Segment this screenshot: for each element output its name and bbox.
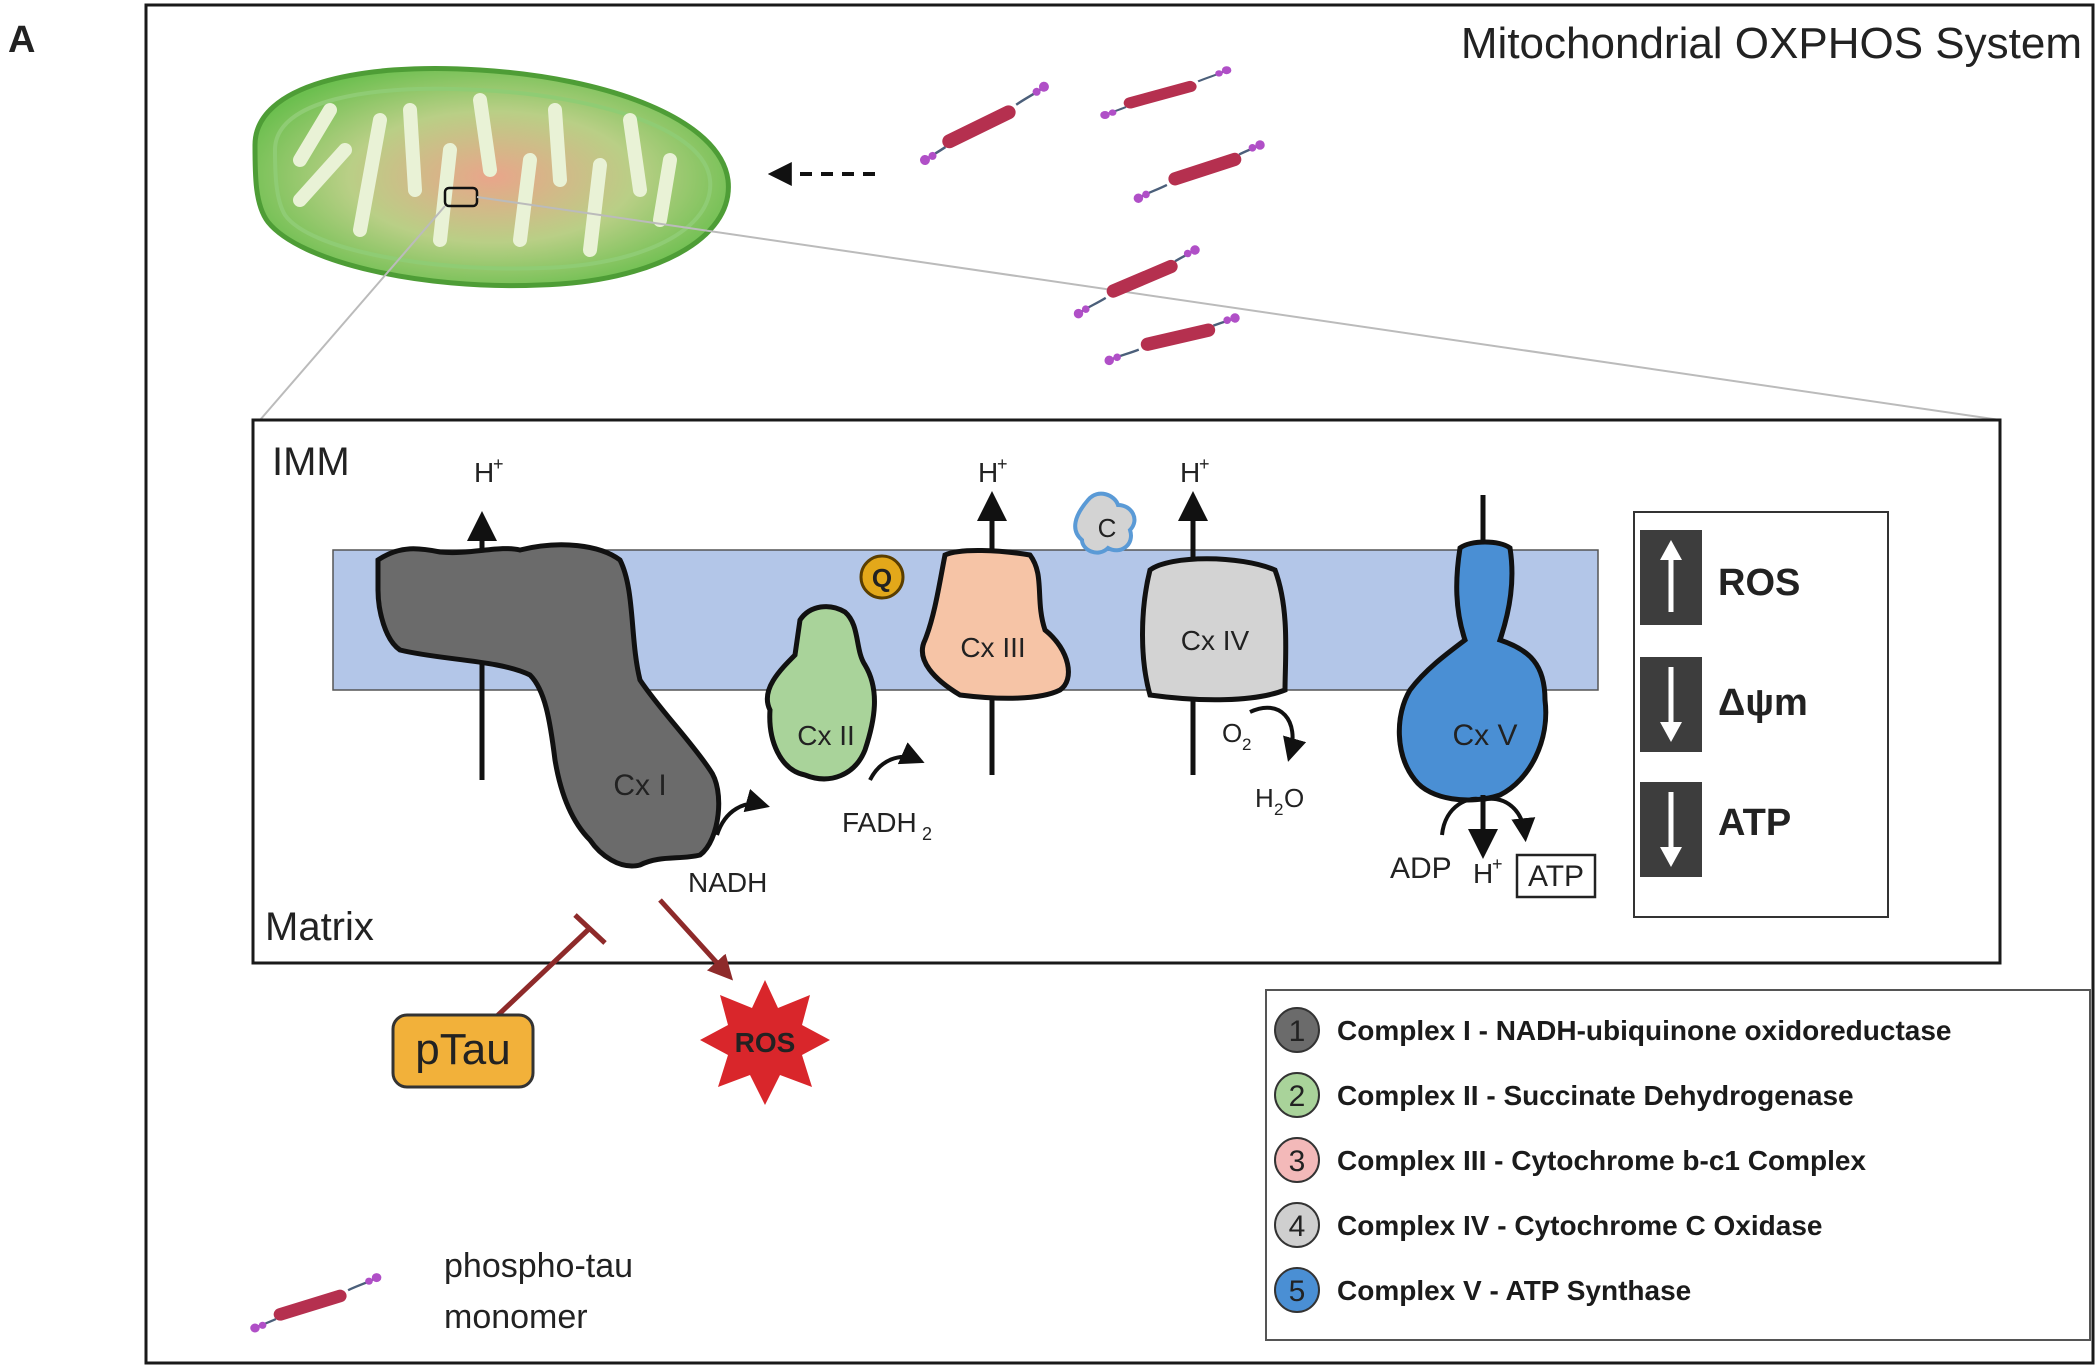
atp-label: ATP xyxy=(1528,860,1584,893)
indicator-atp: ATP xyxy=(1718,802,1791,844)
svg-text:2: 2 xyxy=(922,824,932,844)
legend-swatch xyxy=(1274,1202,1320,1248)
imm-label: IMM xyxy=(272,440,350,484)
adp-label: ADP xyxy=(1390,852,1452,885)
indicator-panel: ROS Δψm ATP xyxy=(1633,511,1889,918)
legend-text: Complex I - NADH-ubiquinone oxidoreducta… xyxy=(1337,1015,1951,1046)
legend-item: 5 Complex V - ATP Synthase xyxy=(1274,1267,1691,1313)
svg-text:+: + xyxy=(1199,454,1210,474)
tau-monomer-cluster xyxy=(910,65,1266,378)
svg-text:H: H xyxy=(978,457,998,488)
svg-text:+: + xyxy=(493,454,504,474)
svg-text:+: + xyxy=(1492,854,1503,874)
ros-burst: ROS xyxy=(658,898,830,1105)
svg-text:H: H xyxy=(1180,457,1200,488)
complex-2: Cx II FADH 2 xyxy=(764,604,932,844)
svg-text:+: + xyxy=(997,454,1008,474)
nadh-label: NADH xyxy=(688,867,767,898)
svg-text:H: H xyxy=(1473,858,1493,889)
complex-2-label: Cx II xyxy=(797,720,855,751)
key-line2: monomer xyxy=(444,1298,588,1336)
legend-swatch xyxy=(1274,1267,1320,1313)
key-line1: phospho-tau xyxy=(444,1247,633,1285)
legend-text: Complex II - Succinate Dehydrogenase xyxy=(1337,1080,1854,1111)
figure-title: Mitochondrial OXPHOS System xyxy=(1461,19,2082,68)
complex-5: Cx V ADP H + ATP xyxy=(1390,495,1597,899)
legend-item: 3 Complex III - Cytochrome b-c1 Complex xyxy=(1274,1137,1866,1183)
svg-text:Q: Q xyxy=(872,563,892,593)
legend-swatch xyxy=(1274,1007,1320,1053)
svg-text:2: 2 xyxy=(1242,735,1251,754)
svg-text:H: H xyxy=(1255,783,1274,813)
legend-text: Complex IV - Cytochrome C Oxidase xyxy=(1337,1210,1822,1241)
outer-frame xyxy=(144,3,2095,1365)
complex-1-label: Cx I xyxy=(613,769,666,802)
complex-5-label: Cx V xyxy=(1452,719,1517,752)
svg-text:2: 2 xyxy=(1274,800,1283,819)
fadh2-label: FADH xyxy=(842,807,917,838)
complex-4-label: Cx IV xyxy=(1181,625,1250,656)
complex-3-label: Cx III xyxy=(960,632,1025,663)
ubiquinone-q: Q xyxy=(859,554,905,600)
legend-number: 3 xyxy=(1289,1145,1306,1178)
complex-1: Cx I NADH H + xyxy=(375,454,770,898)
complex-legend: 1 Complex I - NADH-ubiquinone oxidoreduct… xyxy=(1265,989,2091,1341)
cytochrome-c: C xyxy=(1073,491,1137,555)
complex-4: Cx IV O 2 H 2 O H + xyxy=(1140,454,1307,819)
ptau-inhibition: pTau xyxy=(391,913,607,1089)
ros-label: ROS xyxy=(735,1027,796,1058)
zoom-line-right xyxy=(476,196,2001,421)
svg-text:C: C xyxy=(1098,513,1117,543)
zoom-line-left xyxy=(259,205,446,421)
legend-number: 2 xyxy=(1289,1080,1306,1113)
legend-text: Complex III - Cytochrome b-c1 Complex xyxy=(1337,1145,1866,1176)
indicator-membrane-potential: Δψm xyxy=(1718,682,1808,724)
svg-text:H: H xyxy=(474,457,494,488)
indicator-ros: ROS xyxy=(1718,562,1800,604)
svg-text:O: O xyxy=(1222,718,1242,748)
legend-number: 4 xyxy=(1289,1210,1306,1243)
legend-item: 2 Complex II - Succinate Dehydrogenase xyxy=(1274,1072,1854,1118)
panel-label: A xyxy=(8,19,35,61)
legend-text: Complex V - ATP Synthase xyxy=(1337,1275,1691,1306)
legend-item: 4 Complex IV - Cytochrome C Oxidase xyxy=(1274,1202,1822,1248)
matrix-label: Matrix xyxy=(265,905,374,949)
legend-swatch xyxy=(1274,1137,1320,1183)
legend-number: 5 xyxy=(1289,1275,1306,1308)
svg-text:O: O xyxy=(1284,783,1304,813)
ptau-label: pTau xyxy=(415,1025,510,1074)
mitochondrion-illustration xyxy=(252,65,731,289)
legend-item: 1 Complex I - NADH-ubiquinone oxidoreduct… xyxy=(1274,1007,1951,1053)
complex-3: Cx III H + xyxy=(920,454,1071,775)
tau-key: phospho-tau monomer xyxy=(249,1247,633,1336)
legend-number: 1 xyxy=(1289,1015,1306,1048)
legend-swatch xyxy=(1274,1072,1320,1118)
